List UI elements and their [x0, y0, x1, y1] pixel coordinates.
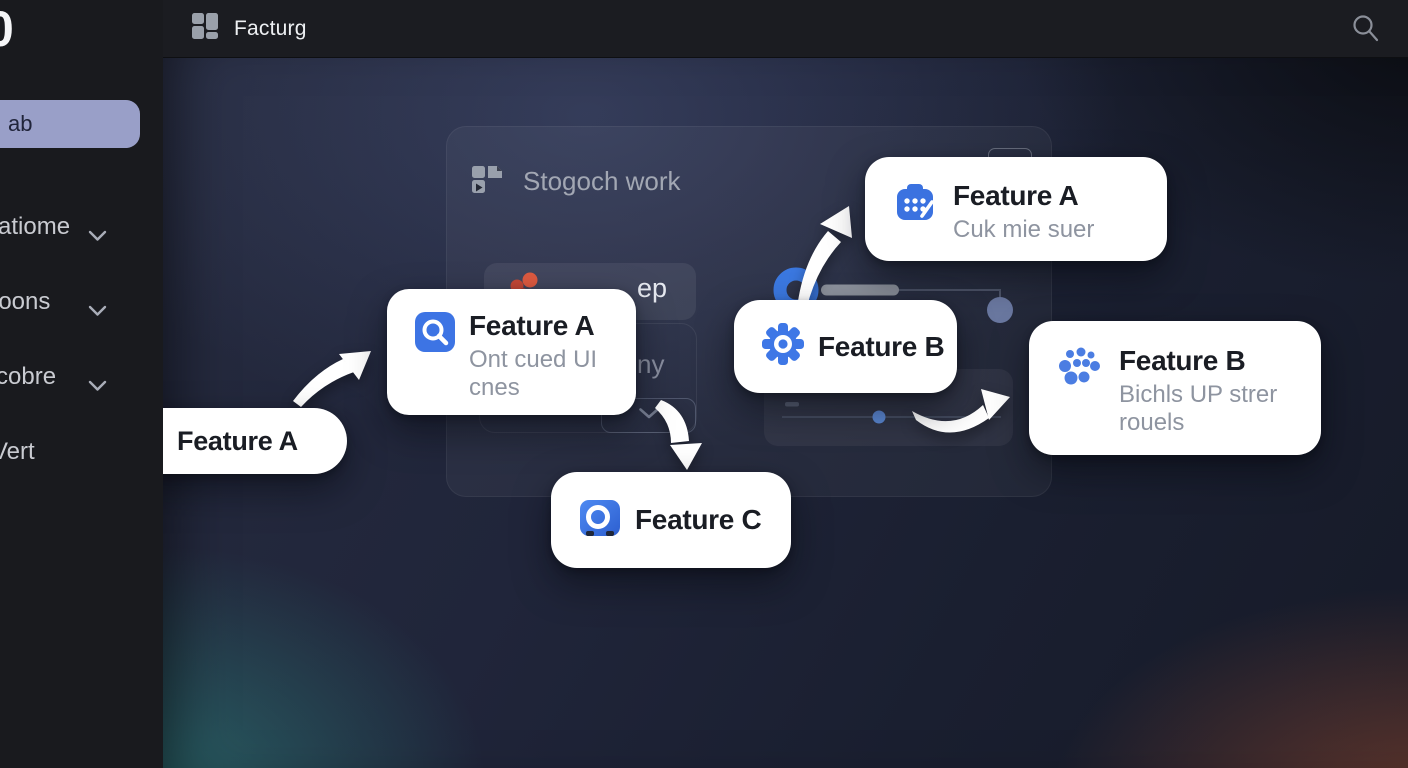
dots-cluster-icon: [1057, 347, 1103, 398]
sidebar-item-vert[interactable]: Vert: [0, 436, 163, 468]
panel-header: Stogoch work: [471, 163, 681, 200]
chevron-down-icon: [88, 221, 107, 249]
sidebar-item-label: cobre: [0, 363, 57, 390]
chevron-down-icon: [88, 296, 107, 324]
callout-feature-a-brief[interactable]: Feature A Cuk mie suer: [865, 157, 1167, 261]
callout-subtitle: Bichls UP strer rouels: [1119, 381, 1278, 437]
sidebar-item-atiome[interactable]: atiome: [0, 211, 163, 243]
connector-dot[interactable]: [987, 297, 1013, 323]
search-icon[interactable]: [1350, 13, 1380, 48]
panel-title: Stogoch work: [523, 166, 681, 196]
dropdown-button[interactable]: [601, 398, 696, 433]
callout-subtitle: Ont cued UI cnes: [469, 346, 598, 402]
sidebar-item-label: ab: [8, 111, 33, 136]
callout-title: Feature B: [818, 330, 945, 362]
sidebar-item-label: Vert: [0, 438, 35, 465]
app-window-icon: [471, 163, 503, 200]
callout-title: Feature A: [469, 310, 595, 341]
chevron-down-icon: [88, 371, 107, 399]
callout-title: Feature A: [953, 180, 1079, 211]
gear-icon: [761, 322, 805, 371]
camera-lens-icon: [578, 496, 622, 545]
sidebar-item-label: loons: [0, 288, 51, 315]
step-label-fragment: ep: [637, 273, 668, 303]
app-logo: 0: [0, 0, 14, 58]
slider-handle[interactable]: [821, 284, 899, 296]
callout-subtitle: Cuk mie suer: [953, 216, 1095, 243]
callout-feature-b-gear[interactable]: Feature B: [734, 300, 957, 393]
callout-title: Feature C: [635, 504, 762, 535]
sidebar-item-loons[interactable]: loons: [0, 286, 163, 318]
briefcase-keypad-icon: [893, 180, 937, 229]
sidebar: 0 ab atiome loons cobre Vert: [0, 0, 163, 768]
sidebar-item-active[interactable]: ab: [0, 100, 140, 148]
chevron-down-icon: [638, 407, 660, 425]
sidebar-item-cobre[interactable]: cobre: [0, 361, 163, 393]
search-badge-icon: [415, 312, 455, 357]
callout-title: Feature A: [177, 425, 298, 456]
callout-feature-c-camera[interactable]: Feature C: [551, 472, 791, 568]
topbar: Facturg: [163, 0, 1408, 58]
body-text-fragment: ny: [637, 349, 665, 379]
connector-line: [899, 289, 1001, 297]
app-title: Facturg: [234, 16, 307, 40]
callout-feature-a-search[interactable]: Feature A Ont cued UI cnes: [387, 289, 636, 415]
sidebar-item-label: atiome: [0, 213, 71, 240]
callout-title: Feature B: [1119, 345, 1246, 376]
dashboard-grid-icon: [192, 13, 218, 44]
callout-feature-b-dots[interactable]: Feature B Bichls UP strer rouels: [1029, 321, 1321, 455]
